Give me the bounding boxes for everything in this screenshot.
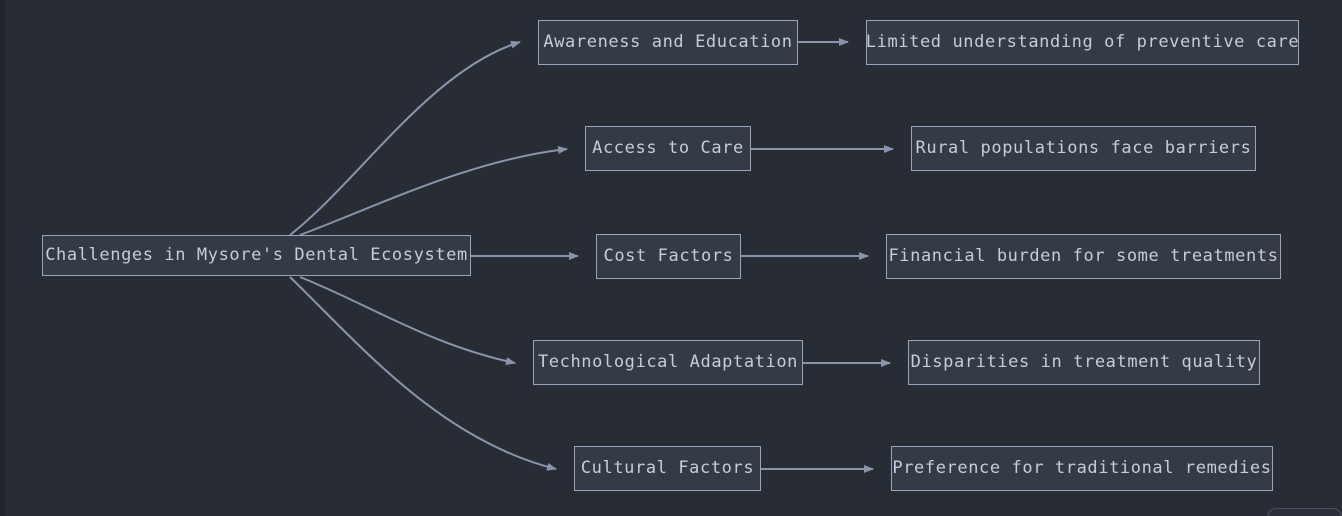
node-detail-3[interactable]: Financial burden for some treatments — [886, 234, 1281, 279]
node-category-5[interactable]: Cultural Factors — [574, 446, 761, 491]
node-category-4[interactable]: Technological Adaptation — [533, 340, 803, 385]
node-category-3[interactable]: Cost Factors — [596, 234, 741, 279]
node-root[interactable]: Challenges in Mysore's Dental Ecosystem — [42, 235, 471, 276]
node-detail-1[interactable]: Limited understanding of preventive care — [866, 20, 1299, 65]
node-detail-5-label: Preference for traditional remedies — [892, 458, 1272, 478]
node-category-3-label: Cost Factors — [603, 246, 734, 266]
node-category-2-label: Access to Care — [592, 138, 744, 158]
corner-widget[interactable] — [1267, 508, 1342, 516]
left-gutter — [0, 0, 6, 516]
edge-root-to-cat4 — [299, 276, 516, 366]
node-category-5-label: Cultural Factors — [580, 458, 755, 478]
node-category-1[interactable]: Awareness and Education — [538, 20, 798, 65]
node-detail-1-label: Limited understanding of preventive care — [865, 32, 1300, 52]
edge-root-to-cat5 — [289, 276, 557, 471]
node-detail-2[interactable]: Rural populations face barriers — [911, 126, 1256, 171]
node-detail-4-label: Disparities in treatment quality — [910, 352, 1258, 372]
node-category-2[interactable]: Access to Care — [585, 126, 751, 171]
node-category-4-label: Technological Adaptation — [537, 352, 799, 372]
node-root-label: Challenges in Mysore's Dental Ecosystem — [45, 245, 468, 265]
node-detail-2-label: Rural populations face barriers — [915, 138, 1252, 158]
node-detail-5[interactable]: Preference for traditional remedies — [891, 446, 1273, 491]
node-detail-3-label: Financial burden for some treatments — [888, 246, 1279, 266]
edge-root-to-cat2 — [299, 146, 568, 236]
node-category-1-label: Awareness and Education — [543, 32, 793, 52]
edge-root-to-cat1 — [289, 40, 521, 236]
node-detail-4[interactable]: Disparities in treatment quality — [908, 340, 1260, 385]
